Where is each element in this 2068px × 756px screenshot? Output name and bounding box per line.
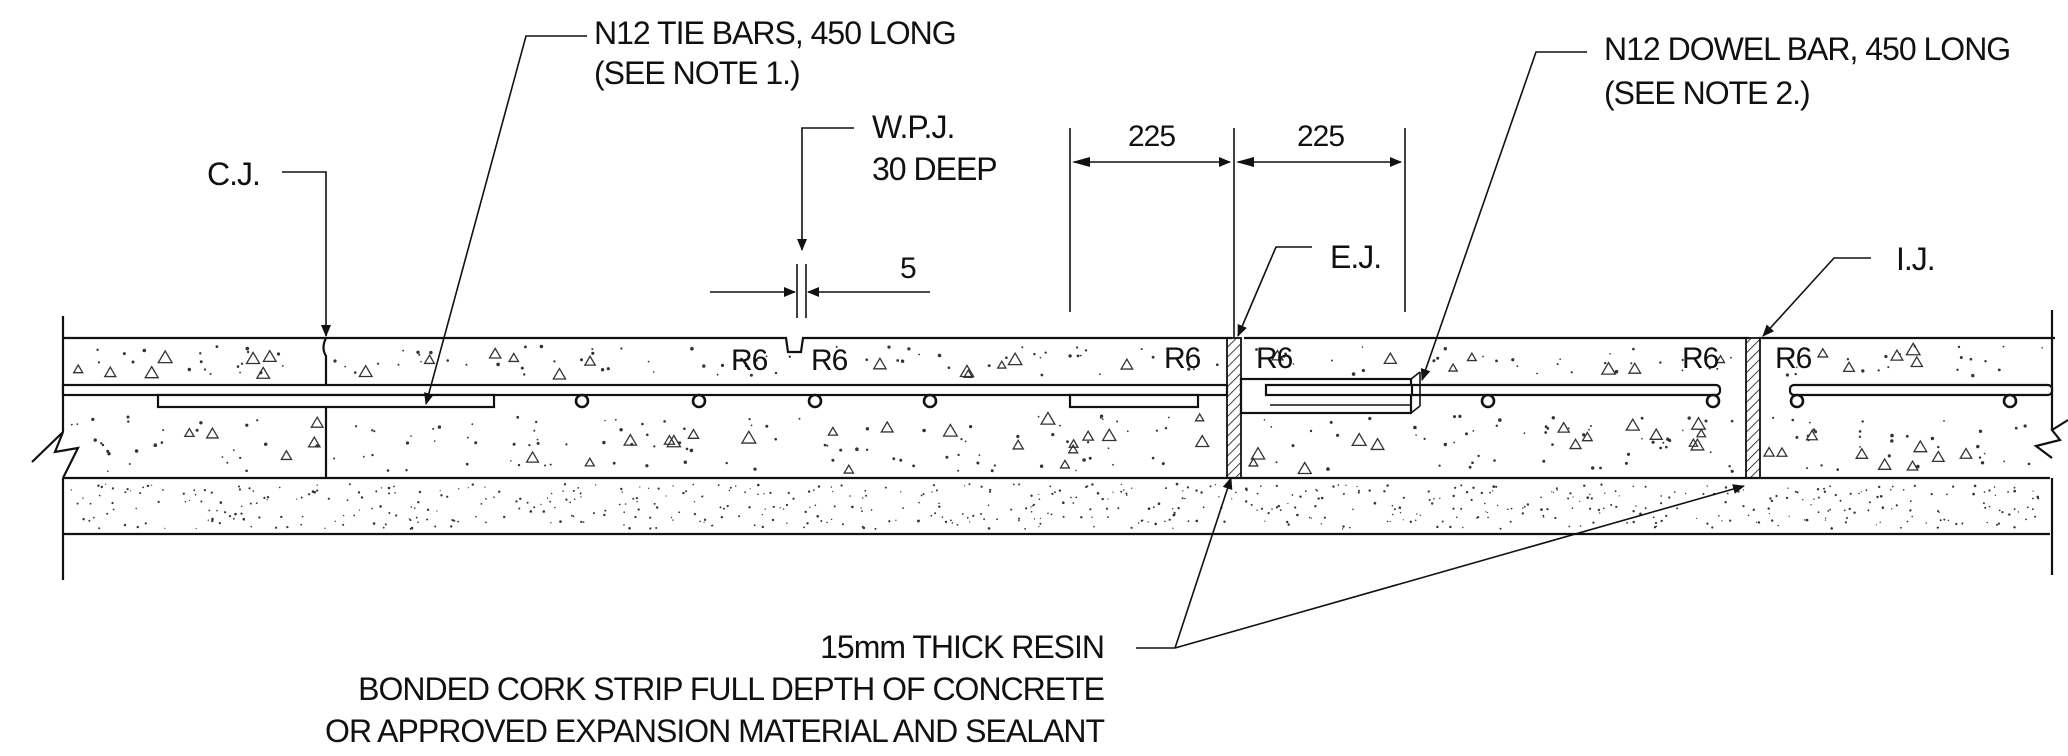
cork-strip-note-line2: BONDED CORK STRIP FULL DEPTH OF CONCRETE bbox=[358, 671, 1104, 707]
dowel-bar-label-line1: N12 DOWEL BAR, 450 LONG bbox=[1604, 31, 2010, 67]
cork-strip-note-line1: 15mm THICK RESIN bbox=[820, 629, 1104, 665]
ij-label: I.J. bbox=[1896, 241, 1935, 277]
r6-label: R6 bbox=[1775, 342, 1812, 375]
right-break-symbol bbox=[2033, 419, 2068, 459]
r6-label: R6 bbox=[731, 344, 768, 377]
left-break-symbol bbox=[31, 431, 80, 479]
dimension-groove-5 bbox=[710, 264, 930, 318]
leaders bbox=[282, 35, 1871, 649]
cj-label: C.J. bbox=[207, 156, 260, 192]
groove-dimension-label: 5 bbox=[900, 252, 916, 285]
tie-bars-label-line2: (SEE NOTE 1.) bbox=[594, 55, 800, 91]
dimension-label-right: 225 bbox=[1297, 120, 1344, 153]
dimension-label-left: 225 bbox=[1128, 120, 1175, 153]
r6-label: R6 bbox=[1164, 342, 1201, 375]
construction-joint bbox=[322, 337, 328, 478]
transverse-bars bbox=[574, 393, 2018, 409]
slab-top-surface bbox=[63, 336, 2055, 354]
ej-label: E.J. bbox=[1330, 239, 1381, 275]
wpj-label-line2: 30 DEEP bbox=[872, 151, 997, 187]
r6-label: R6 bbox=[1256, 342, 1293, 375]
dowel-bar-label-line2: (SEE NOTE 2.) bbox=[1604, 75, 1810, 111]
dowel-bar-assembly bbox=[1239, 371, 1421, 415]
expansion-joint-cork-strip bbox=[1226, 337, 1242, 479]
concrete-texture bbox=[70, 341, 2043, 530]
tie-bars-label-line1: N12 TIE BARS, 450 LONG bbox=[594, 15, 956, 51]
end-bar-left-of-ej bbox=[1068, 393, 1200, 409]
cork-strip-note-line3: OR APPROVED EXPANSION MATERIAL AND SEALA… bbox=[325, 713, 1104, 749]
slab-outline bbox=[31, 310, 2068, 580]
r6-label: R6 bbox=[1682, 342, 1719, 375]
dimension-225-225 bbox=[1069, 128, 1406, 338]
wpj-label-line1: W.P.J. bbox=[872, 109, 954, 145]
r6-label: R6 bbox=[811, 344, 848, 377]
tie-bar bbox=[156, 393, 496, 409]
isolation-joint-cork-strip bbox=[1745, 337, 1761, 479]
